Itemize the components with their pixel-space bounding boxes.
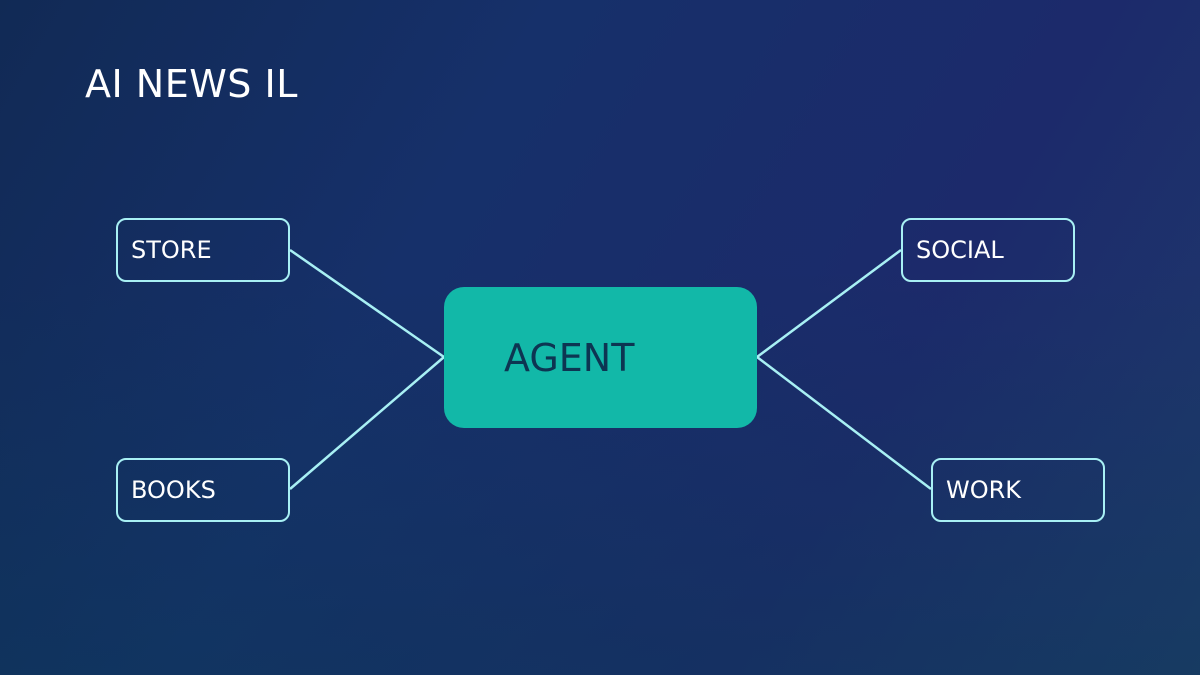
node-books-label: BOOKS <box>131 476 216 504</box>
node-books[interactable]: BOOKS <box>116 458 290 522</box>
agent-center-node[interactable]: AGENT <box>444 287 757 428</box>
node-work-label: WORK <box>946 476 1022 504</box>
node-store[interactable]: STORE <box>116 218 290 282</box>
brand-title: AI NEWS IL <box>85 62 298 106</box>
node-store-label: STORE <box>131 236 212 264</box>
node-work[interactable]: WORK <box>931 458 1105 522</box>
connector-books <box>289 356 445 490</box>
connector-store <box>289 248 445 359</box>
node-social[interactable]: SOCIAL <box>901 218 1075 282</box>
node-social-label: SOCIAL <box>916 236 1004 264</box>
agent-label: AGENT <box>504 335 635 380</box>
connector-social <box>756 248 902 359</box>
connector-work <box>756 356 932 490</box>
